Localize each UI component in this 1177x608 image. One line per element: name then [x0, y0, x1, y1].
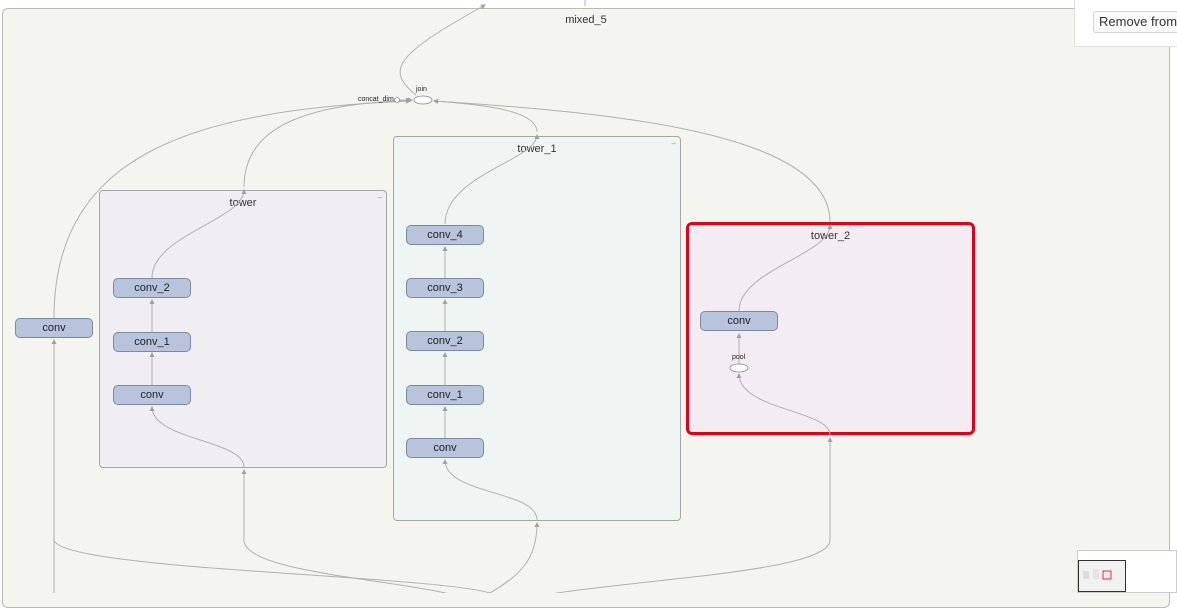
node-tower-1-conv-1[interactable]: conv_1: [406, 385, 484, 405]
expand-icon[interactable]: –: [671, 139, 676, 148]
join-label: join: [416, 86, 427, 93]
edge-input-tower: [241, 469, 448, 593]
group-tower-title: tower: [229, 197, 257, 209]
edge-tower-to-join: [243, 97, 413, 188]
edge-tower-2-to-join: [433, 98, 831, 223]
edge-left-conv-to-join: [53, 98, 411, 319]
node-left-conv[interactable]: conv: [15, 318, 93, 338]
pool-label: pool: [732, 354, 746, 361]
remove-from-main-graph-button[interactable]: Remove from main graph: [1093, 11, 1177, 33]
edge-tower-in: [149, 406, 245, 468]
node-tower-2-conv[interactable]: conv: [700, 311, 778, 331]
edge-input-tower-1: [489, 522, 540, 593]
node-tower-conv[interactable]: conv: [113, 385, 191, 405]
expand-icon[interactable]: –: [377, 193, 382, 202]
minimap[interactable]: [1077, 550, 1177, 593]
minimap-thumbnail: [1083, 569, 1112, 580]
node-tower-conv-2[interactable]: conv_2: [113, 278, 191, 298]
edge-tower-out: [151, 189, 247, 279]
node-info-panel: Remove from main graph: [1074, 0, 1177, 47]
edge-tower-2-out: [738, 224, 833, 312]
node-tower-conv-1[interactable]: conv_1: [113, 332, 191, 352]
pool-node-shape: [729, 363, 749, 373]
edge-tower-2-in: [736, 373, 831, 436]
concat-dim-label: concat_dim: [358, 96, 394, 103]
node-tower-1-conv-2[interactable]: conv_2: [406, 331, 484, 351]
outer-group-title: mixed_5: [565, 14, 607, 26]
join-node-shape: [413, 95, 433, 105]
group-tower[interactable]: tower –: [99, 190, 387, 468]
node-tower-1-conv-4[interactable]: conv_4: [406, 225, 484, 245]
edge-input-tower-2: [553, 437, 833, 593]
edge-join-out: [399, 4, 486, 96]
group-tower-2-title: tower_2: [810, 230, 851, 242]
node-tower-1-conv-3[interactable]: conv_3: [406, 278, 484, 298]
group-tower-1-title: tower_1: [517, 143, 557, 155]
node-tower-1-conv[interactable]: conv: [406, 438, 484, 458]
group-tower-2-selected[interactable]: tower_2: [686, 222, 975, 435]
edge-tower-1-in: [442, 459, 538, 521]
edge-tower-1-to-join: [433, 98, 538, 133]
edge-input-fan-left: [53, 539, 491, 593]
concat-dim-port: [394, 97, 400, 103]
minimap-viewport[interactable]: [1078, 560, 1126, 592]
edge-tower-1-out: [444, 134, 540, 225]
